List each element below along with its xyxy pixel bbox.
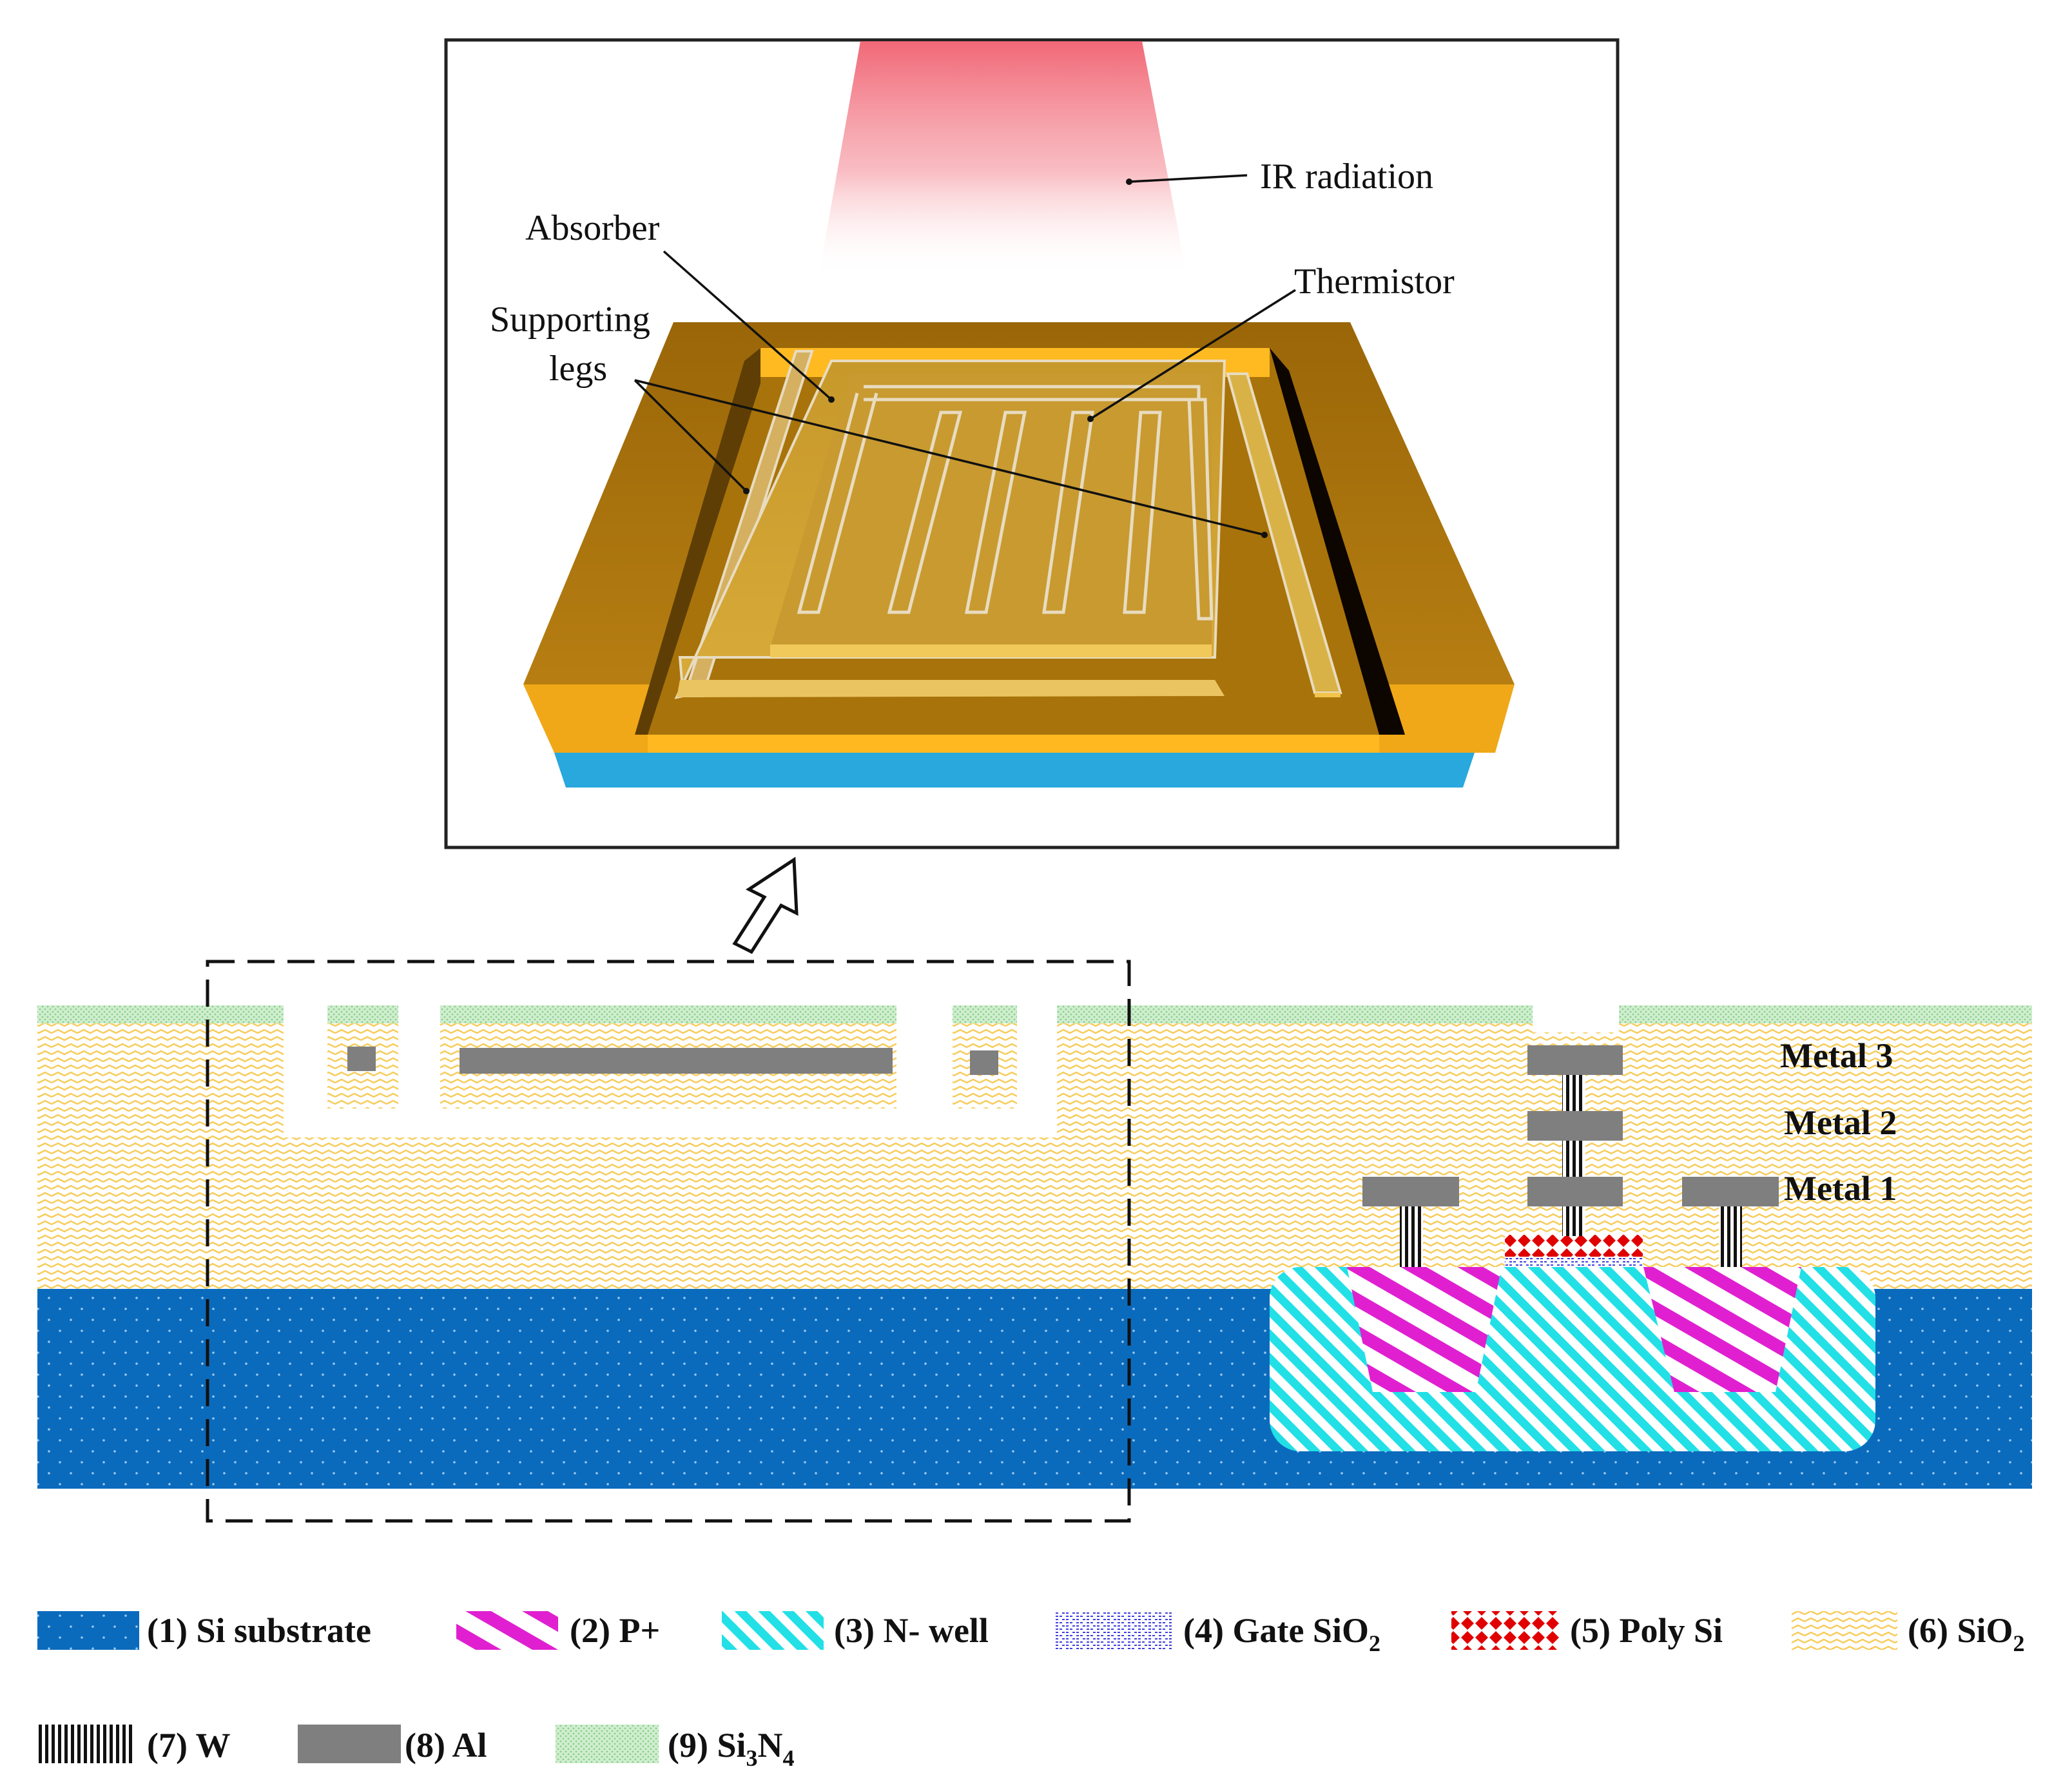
legend-swatch-gate-sio2 xyxy=(1056,1611,1173,1650)
metal1-source xyxy=(1362,1177,1459,1206)
bolometer-region-box xyxy=(206,960,1131,1523)
legend-swatch-pplus xyxy=(456,1611,558,1650)
metal1-drain xyxy=(1682,1177,1779,1206)
annotation-dots xyxy=(743,179,1268,538)
thermistor-al xyxy=(460,1048,893,1074)
w-via-m2-m3 xyxy=(1562,1075,1585,1111)
legend-swatch-al xyxy=(298,1725,401,1763)
legend-swatch-sio2 xyxy=(1792,1611,1897,1650)
leg-al-left xyxy=(347,1047,376,1071)
metal1-label: Metal 1 xyxy=(1784,1169,1897,1208)
thermistor-serpentine xyxy=(797,385,1214,621)
metal2 xyxy=(1527,1111,1623,1141)
thermistor-label: Thermistor xyxy=(1294,262,1455,302)
w-via-gate xyxy=(1562,1206,1585,1236)
device-substrate xyxy=(554,753,1475,788)
legend-label-pplus: (2) P+ xyxy=(570,1611,660,1650)
supporting-legs-label-line1: Supporting xyxy=(490,300,650,340)
cavity-left-wall xyxy=(635,348,760,735)
ir-radiation-label: IR radiation xyxy=(1260,157,1433,197)
metal2-label: Metal 2 xyxy=(1784,1103,1897,1142)
legend-label-nwell: (3) N- well xyxy=(834,1611,989,1650)
supporting-legs-label-line2: legs xyxy=(549,349,607,389)
legend-swatch-nwell xyxy=(722,1611,824,1650)
p-plus-right xyxy=(1643,1267,1801,1392)
legend: (1) Si substrate (2) P+ (3) N- well (4) … xyxy=(37,1611,2025,1771)
legend-swatch-w xyxy=(37,1725,135,1763)
thermistor-plate xyxy=(770,374,1212,648)
w-via-drain xyxy=(1719,1206,1742,1267)
p-plus-left xyxy=(1347,1267,1502,1392)
metal3 xyxy=(1527,1045,1623,1075)
poly-si-gate xyxy=(1505,1235,1643,1257)
legend-label-gate-sio2: (4) Gate SiO2 xyxy=(1183,1611,1380,1656)
legend-label-si3n4: (9) Si3N4 xyxy=(668,1726,795,1771)
cavity-front-lip xyxy=(648,735,1379,753)
zoom-arrow-icon xyxy=(732,856,799,954)
absorber-label: Absorber xyxy=(525,208,660,248)
w-via-source xyxy=(1400,1206,1423,1267)
leg-al-right xyxy=(970,1050,998,1075)
annotation-lines xyxy=(634,174,1296,536)
legend-label-al: (8) Al xyxy=(405,1726,487,1765)
cross-section: Metal 3 Metal 2 Metal 1 xyxy=(37,960,2032,1523)
metal1-gate xyxy=(1527,1177,1623,1206)
legend-label-poly: (5) Poly Si xyxy=(1570,1611,1723,1650)
w-via-m1-m2 xyxy=(1562,1141,1585,1177)
legend-swatch-si3n4 xyxy=(556,1725,659,1763)
metal3-label: Metal 3 xyxy=(1780,1036,1893,1075)
legend-swatch-poly xyxy=(1451,1611,1560,1650)
legend-label-si: (1) Si substrate xyxy=(147,1611,371,1650)
gate-oxide xyxy=(1505,1257,1643,1267)
cavity-right-wall xyxy=(1270,348,1405,735)
legend-label-w: (7) W xyxy=(147,1726,231,1765)
legend-label-sio2: (6) SiO2 xyxy=(1908,1611,2025,1656)
ir-beam xyxy=(818,41,1187,277)
bolometer-device xyxy=(523,322,1515,788)
top-panel: IR radiation Absorber Thermistor Support… xyxy=(444,38,1620,849)
legend-swatch-si xyxy=(37,1611,139,1650)
